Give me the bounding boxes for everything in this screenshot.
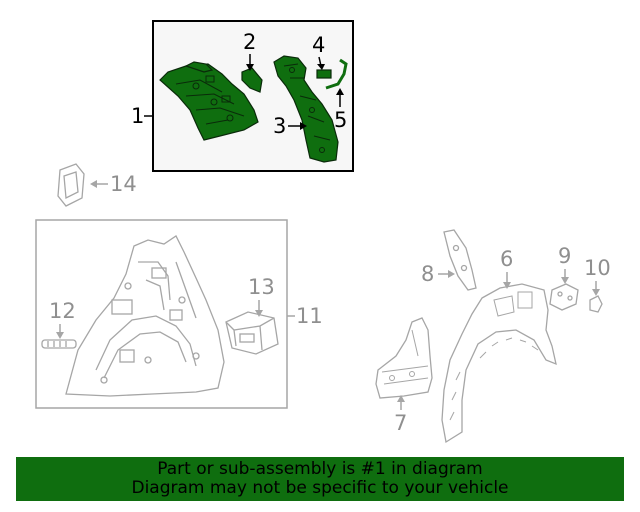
callout-6: 6: [500, 247, 513, 271]
arrow-3: [300, 122, 307, 130]
part-1-details: [175, 75, 245, 125]
arrow-5: [336, 88, 344, 95]
part-3-pillar[interactable]: [273, 55, 339, 163]
callout-13: 13: [248, 275, 275, 299]
callout-4: 4: [312, 33, 325, 57]
part-6-quarter-panel[interactable]: [441, 283, 557, 444]
callout-14: 14: [110, 172, 137, 196]
callout-10: 10: [584, 256, 611, 280]
arrow-8: [448, 270, 455, 278]
wheelhouse-panel[interactable]: [65, 235, 225, 397]
part-2-bracket[interactable]: [241, 67, 263, 93]
arrow-9: [561, 277, 569, 284]
part-14-clip[interactable]: [57, 163, 85, 207]
callout-11: 11: [296, 304, 323, 328]
callout-1: 1: [131, 104, 144, 128]
arrow-2: [246, 64, 254, 71]
parts-diagram: 1 2 3 4 5 14 12 13: [35, 20, 611, 444]
banner-line-1: Part or sub-assembly is #1 in diagram: [157, 459, 483, 479]
part-7-pillar-bracket[interactable]: [375, 317, 433, 399]
arrow-7: [397, 395, 405, 402]
arrow-4: [317, 64, 325, 70]
arrow-14: [90, 180, 97, 188]
part-12-strip[interactable]: [41, 339, 77, 349]
callout-5: 5: [334, 108, 347, 132]
part-9-bracket[interactable]: [549, 283, 579, 311]
callout-2: 2: [243, 30, 256, 54]
callout-12: 12: [49, 299, 76, 323]
part-7-details: [381, 329, 429, 385]
banner-line-2: Diagram may not be specific to your vehi…: [131, 478, 509, 498]
callout-9: 9: [558, 244, 571, 268]
arrow-12: [56, 332, 64, 339]
arrow-13: [255, 310, 263, 317]
part-8-bracket[interactable]: [443, 229, 477, 291]
part-6-details: [449, 291, 539, 421]
callout-7: 7: [394, 411, 407, 435]
part-3-details: [283, 63, 331, 153]
callout-3: 3: [273, 114, 286, 138]
arrow-6: [503, 282, 511, 289]
part-notice-banner: Part or sub-assembly is #1 in diagram Di…: [16, 457, 624, 501]
part-10-clip[interactable]: [589, 295, 603, 313]
part-4-clip[interactable]: [316, 69, 332, 79]
part-13-bracket[interactable]: [225, 311, 279, 355]
callout-8: 8: [421, 262, 434, 286]
arrow-10: [592, 289, 600, 296]
part-5-strip[interactable]: [325, 58, 348, 90]
